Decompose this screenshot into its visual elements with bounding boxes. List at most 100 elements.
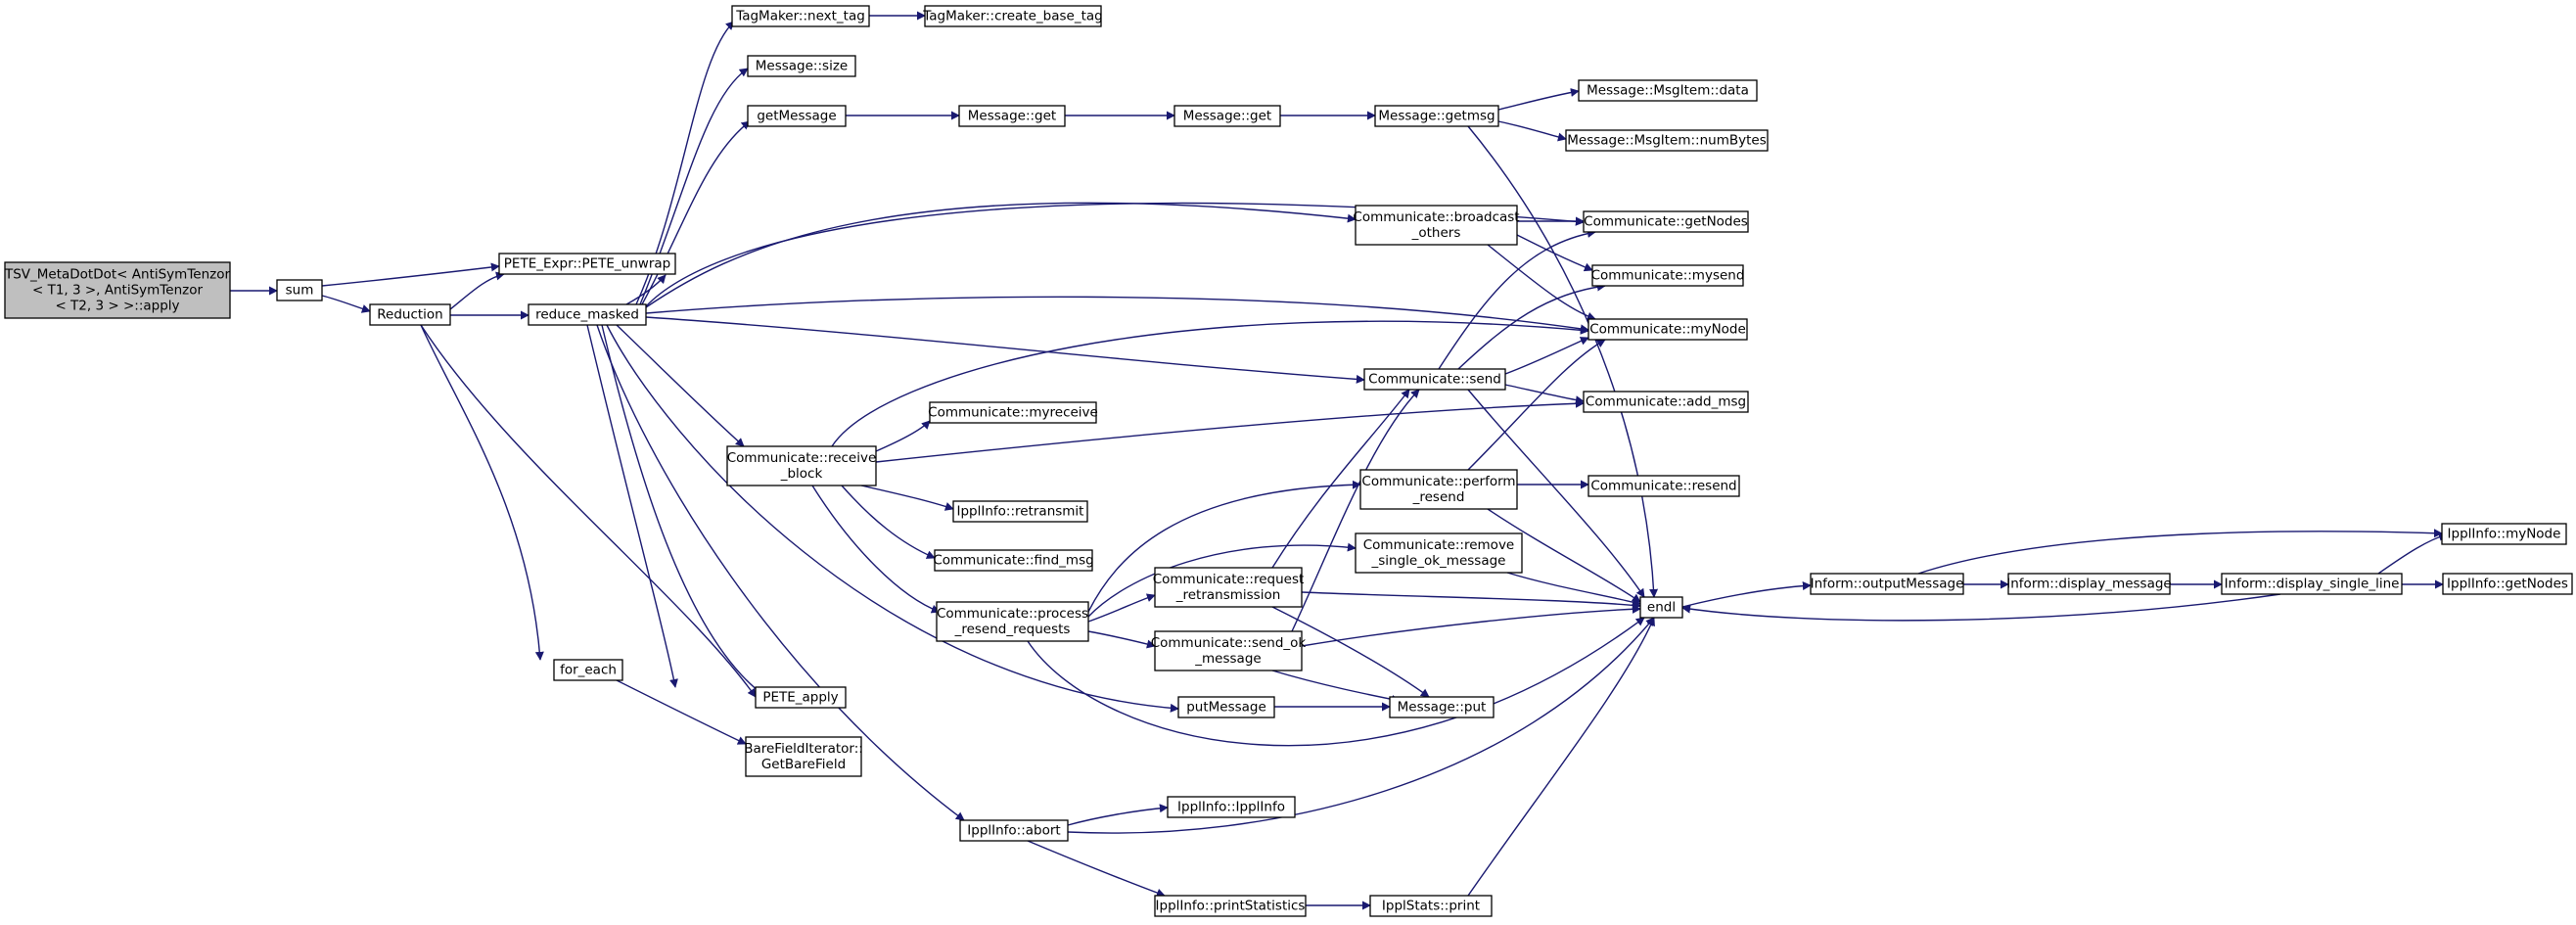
node-tm-next[interactable]: TagMaker::next_tag (731, 5, 870, 27)
node-msgitem-numbytes[interactable]: Message::MsgItem::numBytes (1565, 129, 1769, 152)
node-msgitem-data[interactable]: Message::MsgItem::data (1578, 79, 1758, 102)
edge-comm_recvblock-to-ippl_retransmit (860, 485, 954, 511)
edge-comm_send-to-endl (1467, 389, 1645, 598)
edge-reduce_masked-to-pete_apply (586, 324, 678, 688)
node-label: Communicate::find_msg (933, 553, 1093, 569)
node-inform-single[interactable]: Inform::display_single_line (2221, 573, 2403, 595)
edge-comm_sendok-to-comm_send (1291, 389, 1420, 632)
edge-comm_send-to-comm_addmsg (1504, 384, 1585, 405)
edge-reduce_masked-to-commcast (645, 202, 1357, 308)
node-comm-mysend[interactable]: Communicate::mysend (1591, 264, 1745, 287)
edge-msg_getmsg-to-msgitem_data (1497, 87, 1580, 111)
node-ippl-mynode[interactable]: IpplInfo::myNode (2441, 523, 2567, 545)
node-comm-myreceive[interactable]: Communicate::myreceive (928, 401, 1098, 424)
node-box (1363, 368, 1506, 391)
edge-endl-to-inform_output (1681, 581, 1812, 608)
node-pete-unwrap[interactable]: PETE_Expr::PETE_unwrap (498, 253, 676, 275)
node-putmessage[interactable]: putMessage (1177, 696, 1275, 718)
node-label: IpplInfo::printStatistics (1156, 899, 1306, 914)
node-label: IpplInfo::retransmit (957, 504, 1084, 520)
node-box (369, 303, 451, 326)
node-box (726, 445, 877, 486)
edge-for_each-to-barefield (616, 679, 747, 745)
node-endl[interactable]: endl (1639, 596, 1683, 619)
node-comm-request[interactable]: Communicate::request_retransmission (1153, 567, 1305, 608)
node-tm-create[interactable]: TagMaker::create_base_tag (922, 5, 1103, 27)
node-box (936, 601, 1089, 642)
node-comm-mynode[interactable]: Communicate::myNode (1587, 318, 1748, 341)
node-label: _block (780, 466, 823, 482)
node-label: Reduction (377, 307, 443, 323)
edge-comm_process-to-comm_remove (1087, 542, 1357, 618)
edge-msg_getmsg-to-endl (1467, 125, 1659, 598)
node-barefield[interactable]: BareFieldIterator::GetBareField (744, 736, 863, 777)
node-pete-apply[interactable]: PETE_apply (755, 686, 847, 709)
node-label: Communicate::resend (1590, 479, 1736, 494)
node-sum[interactable]: sum (276, 279, 323, 301)
node-box (747, 55, 856, 77)
node-msg-size[interactable]: Message::size (747, 55, 856, 77)
edge-ippl_abort-to-ippl_printstats (1027, 840, 1166, 898)
node-comm-bcast[interactable]: Communicate::broadcast_others (1353, 205, 1520, 246)
node-label: BareFieldIterator:: (744, 741, 863, 757)
node-msg-getmsg[interactable]: Message::getmsg (1374, 105, 1499, 127)
edge-reduce_masked-to-ippl_abort (596, 324, 965, 821)
node-label: Communicate::send_ok (1151, 635, 1307, 651)
node-label: Communicate::request (1153, 572, 1305, 587)
node-box (1173, 105, 1281, 127)
node-comm-getnodes[interactable]: Communicate::getNodes (1583, 210, 1749, 233)
node-root[interactable]: TSV_MetaDotDot< AntiSymTenzor< T1, 3 >, … (4, 261, 231, 319)
node-comm-sendok[interactable]: Communicate::send_ok_message (1151, 630, 1307, 671)
node-comm-findmsg[interactable]: Communicate::find_msg (933, 549, 1094, 572)
node-label: _others (1411, 225, 1461, 241)
node-getmessage[interactable]: getMessage (747, 105, 847, 127)
edge-comm_perform-to-comm_mynode (1467, 339, 1606, 471)
node-ippl-printstats[interactable]: IpplInfo::printStatistics (1154, 895, 1307, 917)
node-comm-process[interactable]: Communicate::process_resend_requests (936, 601, 1089, 642)
node-msg-get1[interactable]: Message::get (958, 105, 1066, 127)
node-ipplstats-print[interactable]: IpplStats::print (1369, 895, 1493, 917)
edge-sum-to-pete_unwrap (321, 262, 500, 287)
node-ippl-retransmit[interactable]: IpplInfo::retransmit (952, 500, 1088, 523)
edge-reduce_masked-to-comm_recvblock (616, 324, 745, 447)
edge-comm_bcast-to-comm_mynode (1487, 244, 1596, 321)
edge-comm_sendok-to-msg_put (1271, 670, 1401, 704)
node-label: IpplStats::print (1382, 899, 1480, 914)
node-reduce-masked[interactable]: reduce_masked (528, 303, 647, 326)
node-label: for_each (560, 663, 617, 678)
edge-comm_remove-to-endl (1506, 572, 1641, 607)
edge-comm_process-to-comm_request (1087, 593, 1156, 623)
node-reduction[interactable]: Reduction (369, 303, 451, 326)
node-label: Inform::outputMessage (1811, 577, 1964, 592)
node-box (1587, 475, 1740, 497)
node-comm-send[interactable]: Communicate::send (1363, 368, 1506, 391)
node-ippl-getnodes[interactable]: IpplInfo::getNodes (2442, 573, 2573, 595)
node-label: TSV_MetaDotDot< AntiSymTenzor (4, 267, 231, 283)
node-box (1587, 318, 1748, 341)
node-label: PETE_Expr::PETE_unwrap (504, 256, 670, 272)
node-for-each[interactable]: for_each (553, 659, 623, 681)
edge-comm_process-to-comm_sendok (1087, 630, 1156, 649)
edge-comm_perform-to-endl (1487, 508, 1641, 603)
edge-reduction-to-pete_apply (420, 324, 757, 698)
node-msg-get2[interactable]: Message::get (1173, 105, 1281, 127)
node-label: _single_ok_message (1371, 553, 1506, 569)
node-box (2441, 523, 2567, 545)
node-inform-display[interactable]: Inform::display_message (2006, 573, 2172, 595)
node-msg-put[interactable]: Message::put (1389, 696, 1495, 718)
node-comm-addmsg[interactable]: Communicate::add_msg (1583, 391, 1749, 413)
node-inform-output[interactable]: Inform::outputMessage (1810, 573, 1964, 595)
node-comm-recvblock[interactable]: Communicate::receive_block (726, 445, 877, 486)
node-box (1374, 105, 1499, 127)
node-box (747, 105, 847, 127)
node-comm-resend[interactable]: Communicate::resend (1587, 475, 1740, 497)
node-comm-remove[interactable]: Communicate::remove_single_ok_message (1355, 532, 1523, 574)
edge-ipplstats_print-to-endl (1467, 617, 1655, 897)
node-ippl-ipplinfo[interactable]: IpplInfo::IpplInfo (1167, 796, 1296, 818)
node-box (924, 5, 1102, 27)
edge-reduce_masked-to-comm_getnodes (645, 202, 1585, 307)
node-label: putMessage (1186, 700, 1266, 716)
node-ippl-abort[interactable]: IpplInfo::abort (959, 819, 1069, 842)
node-comm-perform[interactable]: Communicate::perform_resend (1359, 469, 1518, 510)
